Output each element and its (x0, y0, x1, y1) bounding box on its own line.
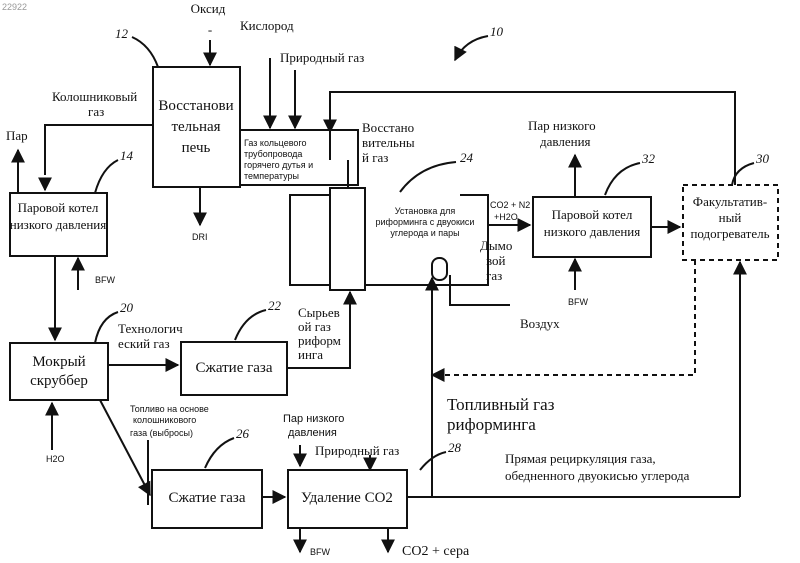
reducing-gas-1: Восстано (362, 120, 414, 135)
co2-removal-unit: Удаление CO2 (288, 470, 407, 528)
lp-steam-top-2: давления (540, 134, 591, 149)
top-gas-1: Колошниковый (52, 89, 137, 104)
ring-label-2: трубопровода (244, 149, 302, 159)
lp-steam-mid-2: давления (288, 427, 337, 439)
compress1-label: Сжатие газа (195, 360, 272, 376)
label-steam: Пар (6, 128, 28, 143)
boiler-left: Паровой котел низкого давления (10, 193, 107, 256)
compress2-label: Сжатие газа (168, 490, 245, 506)
label-oxide: Оксид (191, 1, 226, 16)
label-dash: - (208, 22, 212, 37)
top-fuel-1: Топливо на основе (130, 404, 209, 414)
ref-14: 14 (120, 148, 134, 163)
label-dri: DRI (192, 232, 208, 242)
top-fuel-2: колошникового (133, 415, 196, 425)
top-fuel-3: газа (выбросы) (130, 428, 193, 438)
label-oxygen: Кислород (240, 18, 294, 33)
scrubber-1: Мокрый (32, 354, 85, 370)
preheater-3: подогреватель (690, 226, 769, 241)
ref-26: 26 (236, 426, 250, 441)
watermark: 22922 (2, 2, 27, 12)
ref-10: 10 (490, 24, 504, 39)
co2n2-2: +H2O (494, 212, 518, 222)
boiler-left-1: Паровой котел (18, 200, 99, 215)
natural-gas-2: Природный газ (315, 443, 399, 458)
ring-label-4: температуры (244, 171, 299, 181)
fuel-gas-2: риформинга (447, 415, 536, 434)
boiler-right: Паровой котел низкого давления (533, 197, 651, 257)
co2-removal-label: Удаление CO2 (301, 490, 393, 506)
reducing-gas-3: й газ (362, 150, 388, 165)
ref-32: 32 (641, 151, 656, 166)
reformer-3: углерода и пары (390, 228, 459, 238)
reduction-furnace: Восстанови тельная печь (153, 67, 240, 187)
boiler-left-2: низкого давления (10, 217, 106, 232)
fuel-gas-1: Топливный газ (447, 395, 555, 414)
boiler-right-1: Паровой котел (552, 207, 633, 222)
process-gas-2: еский газ (118, 336, 170, 351)
preheater-1: Факультатив- (693, 194, 767, 209)
furnace-label-2: тельная (171, 119, 220, 135)
recycle-1: Прямая рециркуляция газа, (505, 451, 656, 466)
preheater: Факультатив- ный подогреватель (683, 185, 778, 260)
recycle-2: обедненного двуокисью углерода (505, 468, 690, 483)
boiler-right-2: низкого давления (544, 224, 640, 239)
reformer-2: риформинга с двуокиси (376, 217, 475, 227)
ref-30: 30 (755, 151, 770, 166)
ref-22: 22 (268, 298, 282, 313)
label-bfw-3: BFW (310, 547, 331, 557)
scrubber-2: скруббер (30, 373, 88, 389)
ring-main-box: Газ кольцевого трубопровода горячего дут… (240, 130, 358, 185)
label-natural-gas-top: Природный газ (280, 50, 364, 65)
ring-label-1: Газ кольцевого (244, 138, 307, 148)
flue-3: газ (486, 268, 502, 283)
flue-2: вой (486, 253, 506, 268)
reducing-gas-2: вительны (362, 135, 415, 150)
raw-gas-4: инга (298, 347, 323, 362)
preheater-2: ный (719, 210, 742, 225)
reformer-1: Установка для (395, 206, 456, 216)
top-gas-2: газ (88, 104, 104, 119)
raw-gas-2: ой газ (298, 319, 331, 334)
process-gas-1: Технологич (118, 321, 183, 336)
label-co2-sulfur: CO2 + сера (402, 544, 470, 559)
lp-steam-top-1: Пар низкого (528, 118, 596, 133)
ref-20: 20 (120, 300, 134, 315)
gas-compression-1: Сжатие газа (181, 342, 287, 395)
raw-gas-1: Сырьев (298, 305, 340, 320)
label-h2o: H2O (46, 454, 65, 464)
co2n2-1: CO2 + N2 (490, 200, 530, 210)
furnace-label-3: печь (182, 140, 211, 156)
label-air: Воздух (520, 316, 560, 331)
label-bfw-2: BFW (568, 297, 589, 307)
ring-label-3: горячего дутья и (244, 160, 313, 170)
gas-compression-2: Сжатие газа (152, 470, 262, 528)
furnace-label-1: Восстанови (158, 98, 233, 114)
wet-scrubber: Мокрый скруббер (10, 343, 108, 400)
ref-12: 12 (115, 26, 129, 41)
raw-gas-3: риформ (298, 333, 341, 348)
ref-28: 28 (448, 440, 462, 455)
flue-1: Дымо (480, 238, 512, 253)
label-bfw-1: BFW (95, 275, 116, 285)
reformer-unit: Установка для риформинга с двуокиси угле… (290, 188, 488, 290)
ref-24: 24 (460, 150, 474, 165)
lp-steam-mid-1: Пар низкого (283, 413, 344, 425)
